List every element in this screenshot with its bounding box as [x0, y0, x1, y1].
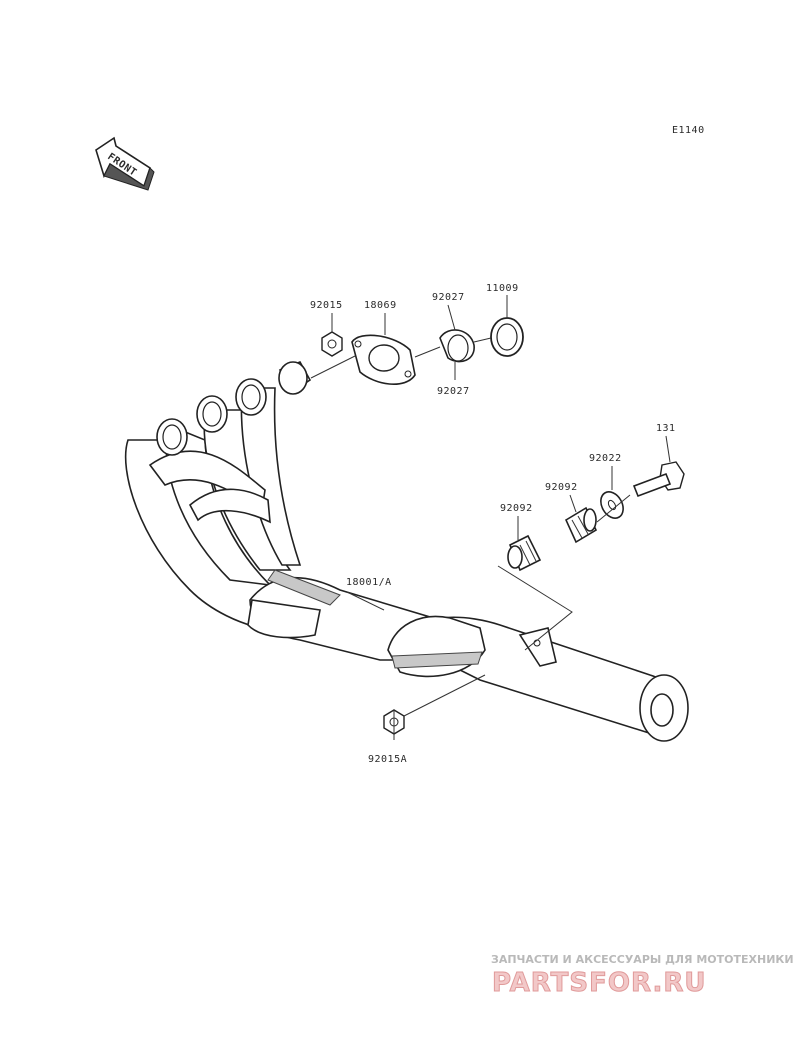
diagram-code: E1140	[672, 125, 705, 136]
part-label-92015A: 92015A	[368, 754, 407, 765]
part-label-18069: 18069	[364, 300, 397, 311]
header-pipes	[124, 360, 472, 661]
collar-92027-icon	[439, 329, 475, 363]
damper-92092-upper-icon	[564, 506, 598, 544]
muffler	[387, 615, 689, 742]
part-label-18001A: 18001/A	[346, 577, 392, 588]
part-label-92022: 92022	[589, 453, 622, 464]
damper-92092-lower-icon	[507, 534, 542, 572]
nut-92015-icon	[321, 331, 343, 357]
watermark-brand: PARTSFOR.RU	[492, 968, 706, 998]
watermark-tagline: ЗАПЧАСТИ И АКСЕССУАРЫ ДЛЯ МОТОТЕХНИКИ	[491, 953, 794, 966]
part-label-92027-bottom: 92027	[437, 386, 470, 397]
bolt-131-icon	[632, 461, 685, 498]
flange-18069-icon	[351, 334, 416, 386]
front-arrow-icon: FRONT	[95, 136, 155, 191]
part-label-131: 131	[656, 423, 676, 434]
part-label-92092-lower: 92092	[500, 503, 533, 514]
part-label-92015: 92015	[310, 300, 343, 311]
part-label-11009: 11009	[486, 283, 519, 294]
part-label-92092-upper: 92092	[545, 482, 578, 493]
washer-92022-icon	[600, 491, 624, 519]
leader-lines	[310, 295, 671, 740]
gasket-11009-icon	[490, 317, 524, 357]
part-label-92027-top: 92027	[432, 292, 465, 303]
